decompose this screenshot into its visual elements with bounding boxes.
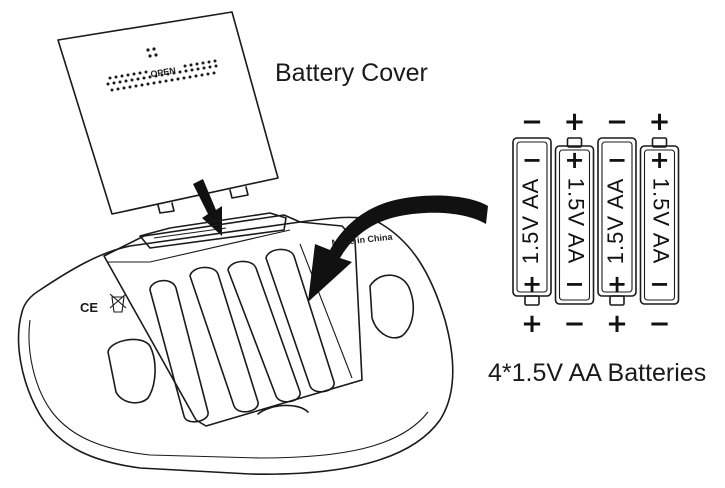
battery-inner-bottom-sign: −	[649, 270, 669, 298]
battery-insert-arrow	[308, 195, 488, 302]
battery-outer-top-sign: −	[606, 107, 628, 137]
battery-group: −+1.5V AA−++−1.5V AA+−−+1.5V AA−++−1.5V …	[512, 107, 680, 339]
battery-inner-bottom-sign: +	[607, 270, 627, 298]
battery-4: + − 1.5V AA + −	[639, 107, 680, 339]
battery-outer-top-sign: +	[649, 107, 671, 137]
battery-label: 1.5V AA	[649, 178, 674, 265]
battery-outer-bottom-sign: +	[606, 309, 628, 339]
battery-nub	[651, 137, 668, 148]
battery-inner-top-sign: −	[522, 146, 542, 174]
battery-3: − +1.5V AA − +	[597, 107, 637, 339]
battery-label: 1.5V AA	[564, 178, 589, 265]
battery-cover: OPEN	[57, 11, 279, 215]
battery-outer-top-sign: +	[564, 107, 586, 137]
battery-nub	[566, 137, 583, 148]
battery-label: 1.5V AA	[518, 178, 543, 265]
battery-outer-bottom-sign: +	[521, 309, 543, 339]
ce-mark: CE	[80, 300, 98, 315]
batteries-label: 4*1.5V AA Batteries	[488, 359, 706, 387]
battery-outer-bottom-sign: −	[564, 309, 586, 339]
battery-1: − +1.5V AA − +	[512, 107, 552, 339]
battery-inner-top-sign: +	[649, 146, 669, 174]
cover-open-text: OPEN	[150, 65, 177, 79]
battery-inner-top-sign: +	[564, 146, 584, 174]
battery-inner-bottom-sign: +	[522, 270, 542, 298]
battery-body	[639, 145, 680, 305]
weee-bin-icon	[109, 293, 127, 313]
battery-nub	[524, 295, 540, 306]
battery-inner	[643, 149, 676, 301]
battery-body	[554, 145, 595, 305]
battery-inner-bottom-sign: −	[564, 270, 584, 298]
battery-nub	[609, 295, 625, 306]
device-body: CE Made in China	[17, 212, 454, 475]
battery-cover-label: Battery Cover	[275, 59, 428, 87]
battery-label: 1.5V AA	[603, 178, 628, 265]
battery-inner	[516, 141, 548, 293]
battery-outer-bottom-sign: −	[649, 309, 671, 339]
cover-dot-pattern	[106, 47, 218, 92]
battery-inner-top-sign: −	[607, 146, 627, 174]
battery-2: + − 1.5V AA + −	[554, 107, 595, 339]
battery-outer-top-sign: −	[521, 107, 543, 137]
battery-inner	[601, 141, 633, 293]
battery-inner	[558, 149, 591, 301]
